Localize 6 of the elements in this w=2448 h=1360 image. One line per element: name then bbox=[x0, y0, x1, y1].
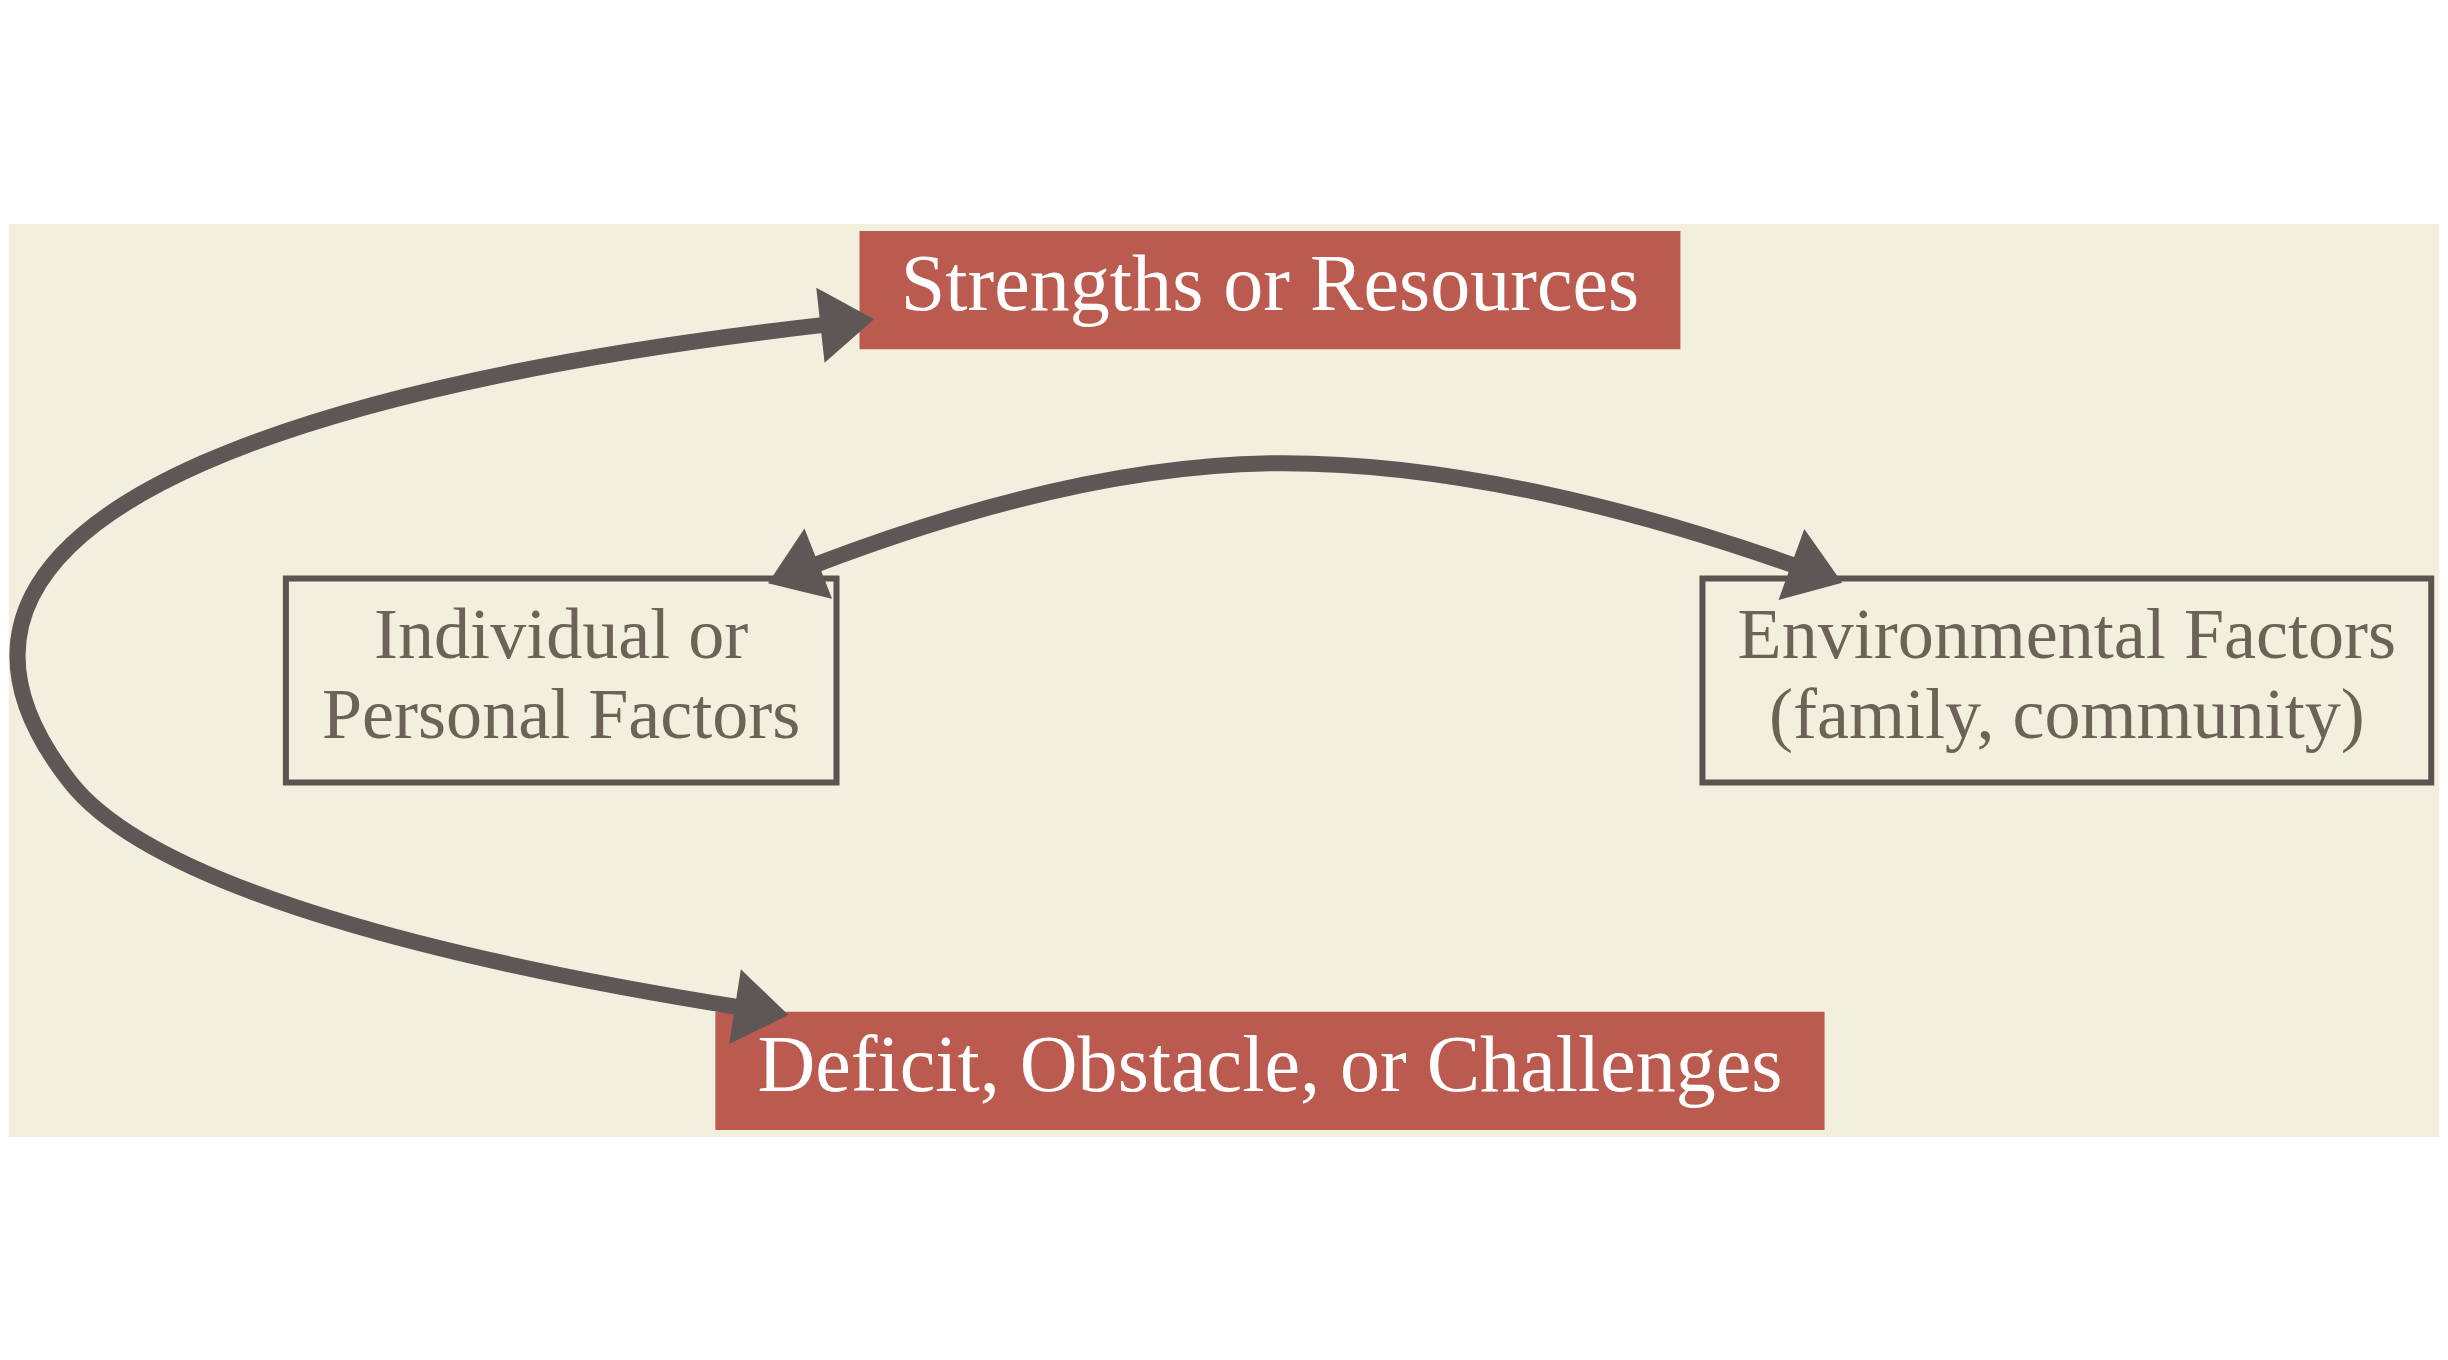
node-box: Individual or Personal Factors bbox=[282, 574, 840, 786]
node-box: Deficit, Obstacle, or Challenges bbox=[715, 1011, 1825, 1130]
node-box: Environmental Factors (family, community) bbox=[1699, 574, 2435, 786]
arrow bbox=[9, 287, 875, 1044]
arrow bbox=[767, 454, 1843, 600]
node-box: Strengths or Resources bbox=[859, 230, 1681, 349]
